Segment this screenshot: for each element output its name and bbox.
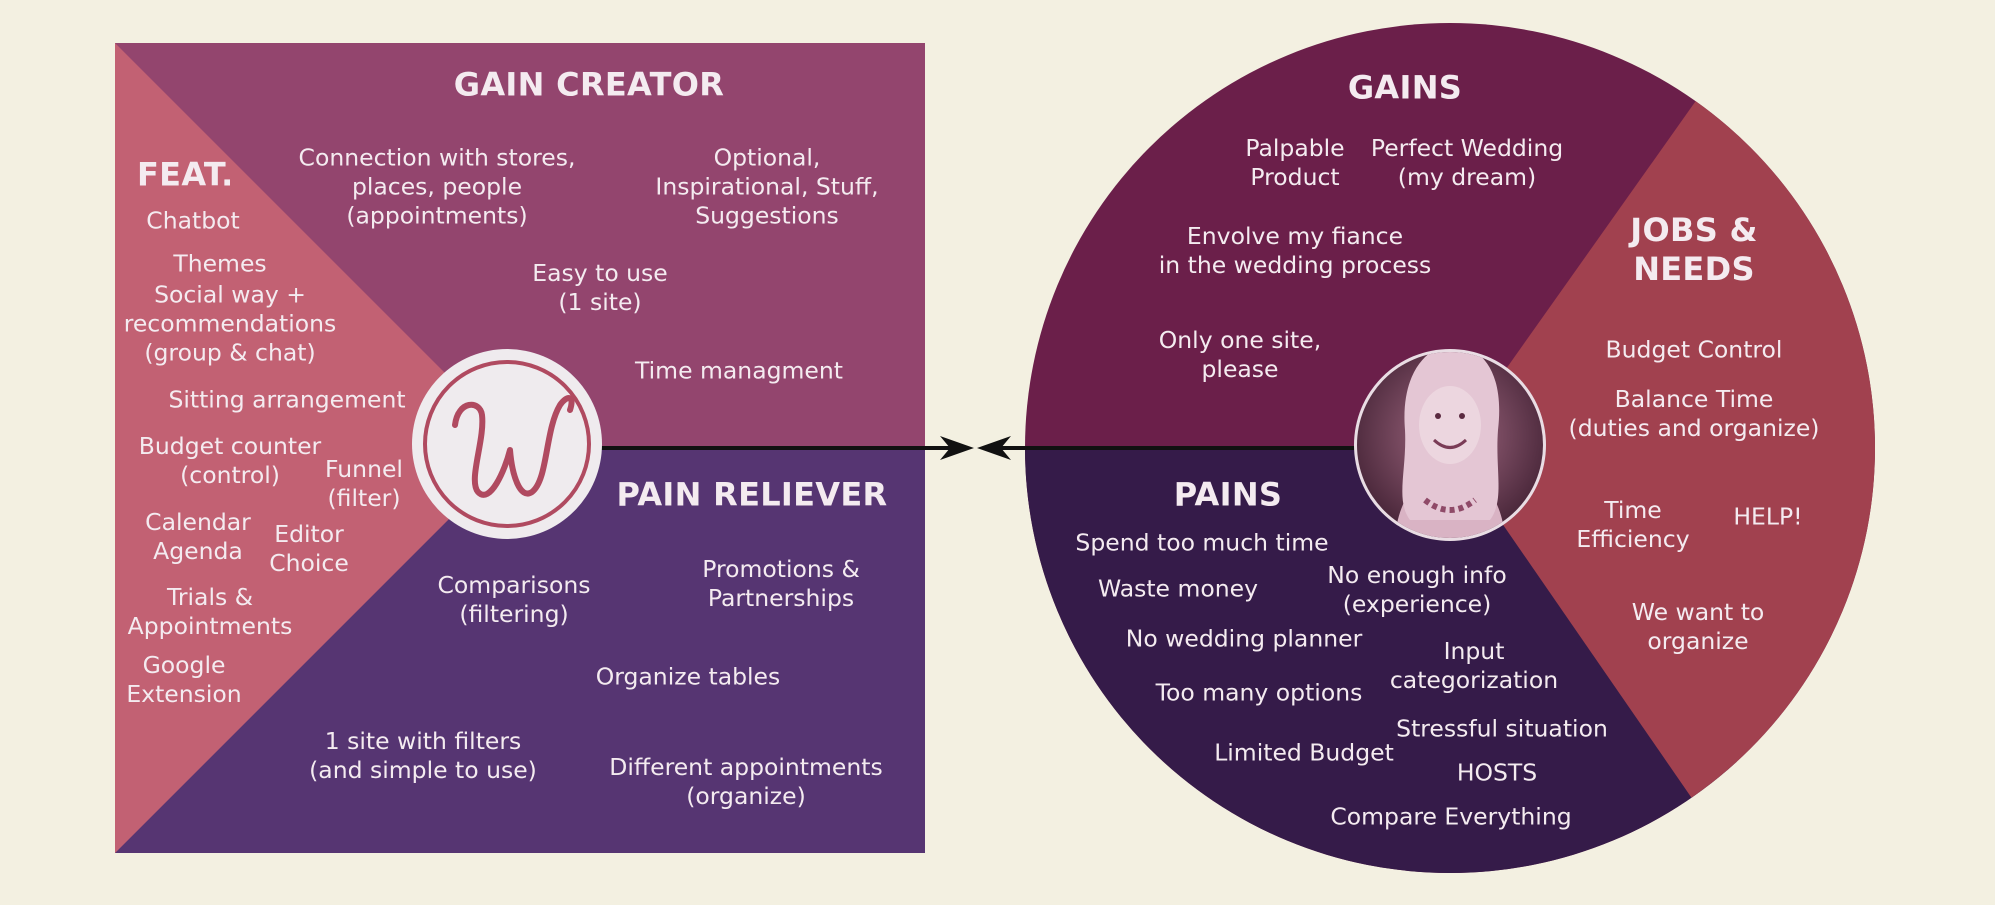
feature-item: Themes: [173, 249, 267, 278]
feature-item: Calendar Agenda: [145, 508, 251, 565]
gain-creator-item: Easy to use (1 site): [532, 259, 668, 316]
pains-item: Limited Budget: [1214, 738, 1394, 767]
gain-creator-item: Time managment: [635, 356, 843, 385]
pains-item: Waste money: [1097, 574, 1259, 603]
feature-item: Chatbot: [146, 206, 240, 235]
gains-item: Perfect Wedding (my dream): [1370, 134, 1564, 191]
arrowhead-right-icon: [940, 436, 974, 460]
pain-reliever-item: 1 site with filters (and simple to use): [309, 727, 537, 784]
pain-reliever-item: Organize tables: [595, 662, 781, 691]
pains-item: Stressful situation: [1396, 714, 1608, 743]
feature-item: Trials & Appointments: [127, 583, 293, 640]
feature-item: Funnel (filter): [325, 455, 403, 512]
jobs-item: We want to organize: [1631, 598, 1765, 655]
pains-item: Too many options: [1155, 678, 1363, 707]
pains-item: HOSTS: [1456, 758, 1538, 787]
feature-item: Editor Choice: [269, 520, 349, 577]
pain-reliever-item: Comparisons (filtering): [437, 571, 591, 628]
pain-reliever-item: Promotions & Partnerships: [702, 555, 860, 612]
pains-title: PAINS: [1173, 475, 1283, 514]
pains-item: Spend too much time: [1075, 528, 1329, 557]
gains-item: Palpable Product: [1245, 134, 1345, 191]
pains-item: No wedding planner: [1125, 624, 1363, 653]
gains-title: GAINS: [1347, 68, 1463, 107]
gains-item: Only one site, please: [1158, 326, 1322, 383]
jobs-needs-title: JOBS & NEEDS: [1630, 211, 1758, 288]
jobs-needs-region: [1450, 95, 1875, 810]
gains-item: Envolve my fiance in the wedding process: [1158, 222, 1432, 279]
pain-reliever-item: Different appointments (organize): [609, 753, 883, 810]
jobs-item: HELP!: [1733, 502, 1803, 531]
feature-item: Budget counter (control): [138, 432, 322, 489]
pain-reliever-region: [115, 448, 925, 853]
pains-item: No enough info (experience): [1327, 561, 1507, 618]
cursive-w-logo-icon: [412, 349, 602, 539]
feature-item: Social way + recommendations (group & ch…: [123, 280, 337, 367]
pains-item: Input categorization: [1389, 637, 1559, 694]
pain-reliever-title: PAIN RELIEVER: [616, 475, 888, 514]
jobs-item: Balance Time (duties and organize): [1568, 385, 1820, 442]
jobs-item: Budget Control: [1605, 335, 1783, 364]
gain-creator-item: Optional, Inspirational, Stuff, Suggesti…: [655, 143, 879, 230]
arrowhead-left-icon: [977, 436, 1011, 460]
feature-item: Google Extension: [126, 651, 242, 708]
jobs-item: Time Efficiency: [1576, 496, 1690, 553]
features-region: [115, 43, 520, 853]
gain-creator-title: GAIN CREATOR: [453, 65, 725, 104]
gain-creator-item: Connection with stores, places, people (…: [298, 143, 576, 230]
avatar-photo: [1354, 349, 1546, 541]
pains-item: Compare Everything: [1330, 802, 1572, 831]
features-title: FEAT.: [137, 155, 234, 194]
feature-item: Sitting arrangement: [168, 385, 406, 414]
